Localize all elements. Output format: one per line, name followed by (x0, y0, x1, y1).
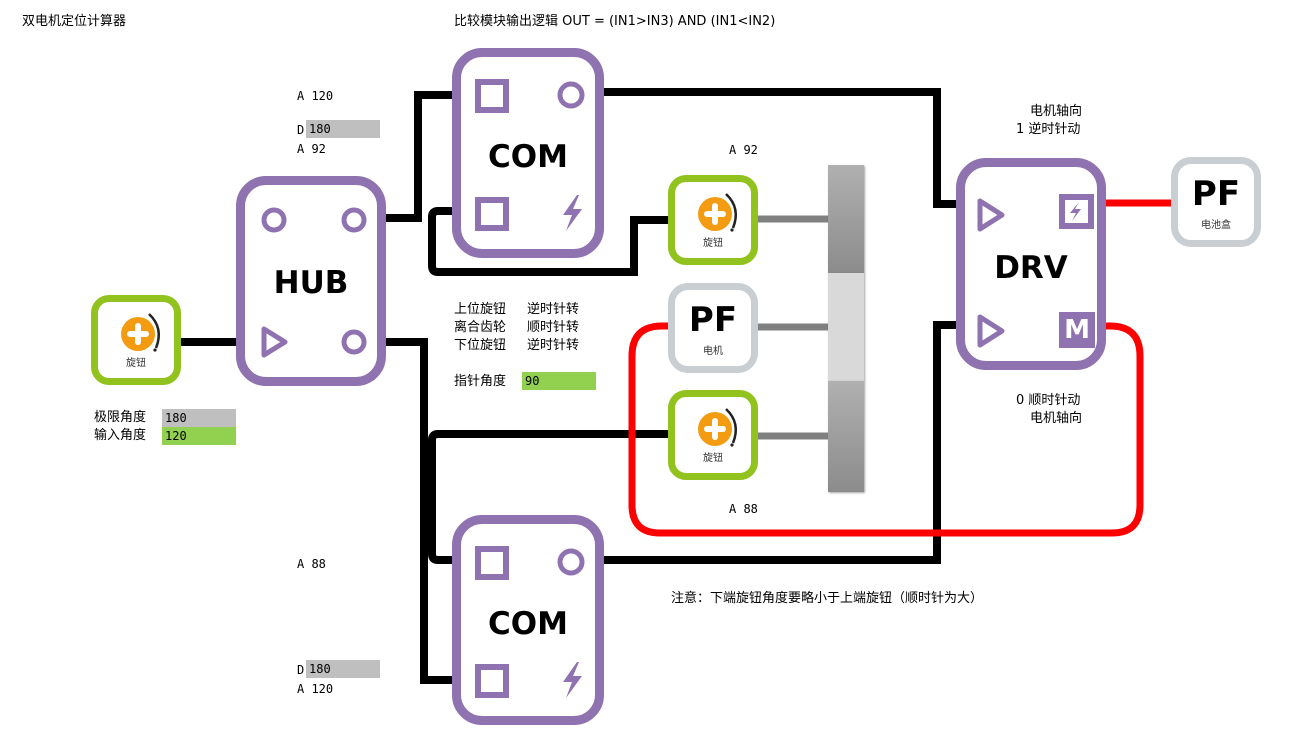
upper-knob-label: 旋钮 (703, 238, 723, 249)
lower-knob-label: 旋钮 (703, 453, 723, 464)
warning-note: 注意：下端旋钮角度要略小于上端旋钮（顺时针为大） (671, 591, 984, 606)
pf-battery-box[interactable]: PF 电池盒 (1171, 157, 1261, 247)
triangle-input-icon (977, 198, 1005, 232)
power-port-icon (1059, 194, 1094, 229)
wire-lower-knob-to-lower-com (428, 430, 672, 564)
pointer-angle-label: 指针角度 (454, 374, 507, 389)
square-port-icon (475, 664, 509, 698)
pf-motor[interactable]: PF 电机 (668, 283, 758, 373)
lower-knob-angle: A 88 (729, 502, 758, 516)
gear-clutch (828, 273, 864, 381)
upper-com-d-field[interactable]: 180 (306, 120, 380, 138)
drv-module[interactable]: DRV M (956, 158, 1106, 370)
motor-note-bottom-1: 0 顺时针动 (1016, 393, 1081, 408)
com-lower-title: COM (488, 606, 568, 642)
knob-dial-icon (121, 313, 161, 352)
triangle-input-icon (261, 326, 288, 358)
note-clutch-gear-name: 离合齿轮 (454, 320, 507, 335)
pointer-angle-field[interactable]: 90 (522, 372, 596, 390)
limit-angle-label: 极限角度 (94, 410, 147, 425)
drv-title: DRV (994, 250, 1068, 286)
lower-com-a-out: A 120 (297, 682, 334, 696)
motor-port-icon: M (1059, 312, 1095, 348)
hub-title: HUB (273, 265, 349, 301)
motor-note-top-1: 电机轴向 (1030, 104, 1083, 119)
lightning-icon (563, 662, 582, 698)
upper-knob[interactable]: 旋钮 (668, 175, 758, 265)
pf-motor-label: 电机 (703, 346, 723, 357)
knob-dial-icon (698, 408, 738, 447)
circle-port-icon (557, 548, 585, 576)
square-port-icon (475, 197, 509, 231)
knob-dial-icon (698, 193, 738, 232)
com-upper-title: COM (488, 139, 568, 175)
note-lower-knob-dir: 逆时针转 (527, 338, 580, 353)
gear-upper (828, 165, 864, 273)
upper-com-a-out: A 92 (297, 142, 326, 156)
wire-drv-motor-to-pf-motor (628, 322, 1144, 537)
note-upper-knob-dir: 逆时针转 (527, 302, 580, 317)
input-knob-label: 旋钮 (126, 358, 146, 369)
circle-port-icon (341, 329, 367, 355)
circle-port-icon (341, 207, 367, 233)
pf-battery-title: PF (1191, 174, 1241, 214)
limit-angle-field[interactable]: 180 (162, 409, 236, 427)
motor-note-bottom-2: 电机轴向 (1030, 411, 1083, 426)
wire-upper-com-to-drv (600, 88, 962, 208)
com-module-lower[interactable]: COM (452, 515, 604, 725)
compare-logic-caption: 比较模块输出逻辑 OUT = (IN1>IN3) AND (IN1<IN2) (454, 14, 776, 29)
input-knob[interactable]: 旋钮 (91, 295, 181, 385)
note-upper-knob-name: 上位旋钮 (454, 302, 507, 317)
input-angle-label: 输入角度 (94, 428, 147, 443)
motor-note-top-2: 1 逆时针动 (1016, 122, 1081, 137)
lower-knob[interactable]: 旋钮 (668, 390, 758, 480)
com-module-upper[interactable]: COM (452, 48, 604, 258)
page-title: 双电机定位计算器 (22, 14, 127, 29)
wire-lower-com-to-drv (600, 321, 962, 564)
circle-port-icon (557, 81, 585, 109)
input-angle-field[interactable]: 120 (162, 427, 236, 445)
note-lower-knob-name: 下位旋钮 (454, 338, 507, 353)
pf-motor-title: PF (688, 300, 738, 340)
triangle-input-icon (977, 314, 1005, 348)
hub-module[interactable]: HUB (236, 176, 386, 386)
lower-com-d-field[interactable]: 180 (306, 660, 380, 678)
lower-com-a-in: A 88 (297, 557, 326, 571)
note-clutch-gear-dir: 顺时针转 (527, 320, 580, 335)
wire-hub-to-lower-com (382, 338, 458, 684)
lightning-icon (563, 195, 582, 231)
upper-com-a-in: A 120 (297, 89, 334, 103)
square-port-icon (475, 79, 509, 113)
pf-battery-label: 电池盒 (1201, 220, 1231, 231)
upper-knob-angle: A 92 (729, 143, 758, 157)
circle-port-icon (261, 207, 287, 233)
wire-upper-com-to-upper-knob (428, 207, 672, 276)
lower-com-d-prefix: D (297, 663, 305, 677)
square-port-icon (475, 546, 509, 580)
gear-lower (828, 381, 864, 492)
upper-com-d-prefix: D (297, 123, 305, 137)
wire-hub-to-upper-com (382, 91, 458, 222)
